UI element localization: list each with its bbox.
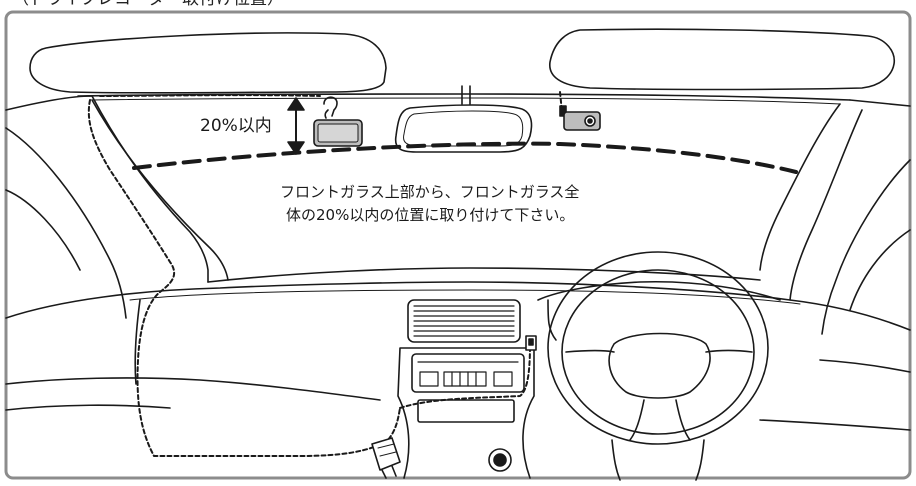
- cable-connector-core: [528, 338, 534, 346]
- windshield-top-edge-inner: [91, 97, 841, 105]
- center-vent-slats: [413, 305, 515, 337]
- power-adapter-plug-detail: [377, 443, 397, 457]
- right-door-line: [821, 159, 911, 335]
- steering-wheel-outer: [547, 251, 769, 445]
- climate-panel: [411, 353, 525, 393]
- windshield-bottom-edge: [207, 267, 761, 283]
- boundary-dashed-line: [132, 141, 798, 174]
- right-a-pillar-inner: [759, 103, 841, 271]
- left-window-line: [5, 189, 81, 271]
- dashboard-top: [5, 281, 911, 331]
- power-socket-outer: [488, 448, 512, 472]
- diagram-frame: [4, 10, 912, 480]
- steering-wheel-hub: [608, 332, 711, 399]
- dashcam-cable: [87, 94, 531, 457]
- right-sun-visor: [549, 28, 895, 91]
- dashboard-top-inner: [129, 289, 801, 305]
- height-label: 20%以内: [200, 116, 272, 136]
- rear-camera-lens-core: [587, 118, 593, 124]
- left-door-line: [5, 127, 127, 319]
- instruction-line-1: フロントガラス上部から、フロントガラス全: [280, 183, 579, 201]
- glovebox-line: [134, 299, 141, 385]
- dashboard-right-lower: [759, 419, 911, 431]
- stereo-slot: [417, 399, 515, 423]
- rearview-mirror: [394, 104, 533, 153]
- rear-camera-mount: [559, 105, 567, 117]
- dashcam-front-lens-bar: [317, 123, 359, 143]
- rearview-mirror-inner: [403, 110, 524, 147]
- power-adapter-outlet: [381, 465, 397, 479]
- right-a-pillar: [849, 99, 911, 107]
- dashboard-left-contour: [5, 377, 381, 401]
- cut-caption: （ドライブレコーダー取付け位置）: [12, 0, 284, 9]
- center-console-outline: [397, 347, 535, 479]
- height-arrow-top: [287, 97, 305, 111]
- right-a-pillar-outer: [789, 109, 863, 301]
- right-window-line: [849, 229, 911, 311]
- instruction-line-2: 体の20%以内の位置に取り付けて下さい。: [286, 206, 574, 224]
- rearview-mirror-stem: [461, 85, 471, 105]
- dashboard-right-contour: [819, 359, 911, 373]
- steering-wheel-spokes: [565, 349, 753, 441]
- steering-wheel-rim-inner: [561, 269, 755, 435]
- steering-wheel-left-bracket: [547, 299, 557, 341]
- climate-buttons: [417, 361, 519, 387]
- steering-column: [537, 280, 781, 301]
- height-arrow-bottom: [287, 141, 305, 155]
- left-sun-visor: [29, 32, 387, 94]
- steering-column-lower: [611, 439, 705, 481]
- dashboard-left-lower: [5, 404, 171, 411]
- power-socket-inner: [493, 453, 507, 467]
- left-a-pillar-inner: [91, 99, 229, 281]
- dashcam-mount: [323, 96, 338, 119]
